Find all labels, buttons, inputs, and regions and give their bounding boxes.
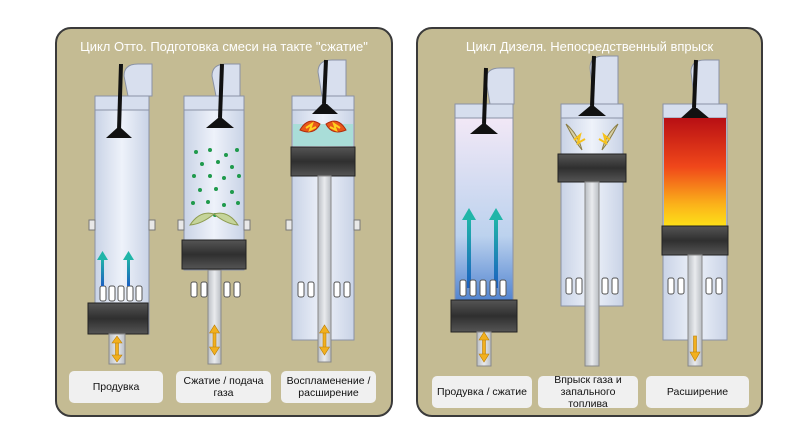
motion-arrow bbox=[208, 324, 221, 356]
spark-icon bbox=[573, 132, 586, 146]
diesel-cylinder-3 bbox=[661, 59, 729, 367]
scavenge-ports bbox=[99, 285, 143, 302]
scavenge-ports bbox=[459, 279, 507, 297]
port-slot bbox=[601, 277, 609, 295]
piston-rod bbox=[687, 254, 703, 367]
motion-arrow bbox=[318, 324, 331, 356]
spark-icon bbox=[598, 132, 611, 146]
port-slot bbox=[611, 277, 619, 295]
diesel-step-2-label: Впрыск газа и запального топлива bbox=[538, 374, 638, 410]
gas-injection-jet-right bbox=[212, 212, 239, 226]
exhaust-valve-stem bbox=[218, 63, 224, 119]
port-slot bbox=[307, 281, 315, 298]
cylinder-head bbox=[183, 95, 245, 111]
motion-arrow bbox=[111, 335, 123, 363]
port-lug-right bbox=[353, 219, 361, 231]
exhaust-duct bbox=[589, 55, 619, 105]
piston bbox=[181, 239, 247, 270]
port-lug-right bbox=[148, 219, 156, 231]
motion-arrow bbox=[689, 335, 701, 362]
port-slot bbox=[705, 277, 713, 295]
port-slot bbox=[715, 277, 723, 295]
diesel-cylinder-2 bbox=[557, 55, 627, 367]
piston bbox=[87, 302, 149, 335]
exhaust-valve-stem bbox=[322, 59, 328, 105]
exhaust-valve-head bbox=[470, 124, 498, 134]
otto-step-1-label: Продувка bbox=[69, 371, 163, 403]
scavenge-air-arrow bbox=[97, 251, 134, 286]
port-lug-left bbox=[88, 219, 96, 231]
spark-icon bbox=[305, 121, 317, 132]
port-slot bbox=[343, 281, 351, 298]
exhaust-valve-stem bbox=[692, 59, 698, 109]
exhaust-duct bbox=[211, 63, 241, 97]
exhaust-valve-stem bbox=[590, 55, 596, 107]
gas-particles bbox=[191, 148, 241, 217]
piston-rod bbox=[584, 181, 600, 367]
otto-step-2-label: Сжатие / подача газа bbox=[176, 371, 271, 403]
combustion-gas bbox=[664, 118, 726, 226]
motion-arrow bbox=[478, 331, 490, 363]
exhaust-duct bbox=[317, 59, 347, 97]
port-slot bbox=[297, 281, 305, 298]
port-slot bbox=[575, 277, 583, 295]
exhaust-valve-head bbox=[578, 106, 606, 116]
diesel-cylinder-1 bbox=[450, 67, 518, 367]
otto-cylinder-1 bbox=[87, 63, 156, 365]
diesel-step-1-label: Продувка / сжатие bbox=[432, 376, 532, 408]
diesel-panel-title: Цикл Дизеля. Непосредственный впрыск bbox=[465, 39, 714, 54]
scavenge-air-arrow bbox=[462, 208, 503, 288]
piston bbox=[557, 153, 627, 183]
spark-icon bbox=[329, 121, 341, 132]
port-lug-left bbox=[177, 219, 185, 231]
exhaust-duct bbox=[485, 67, 515, 105]
piston bbox=[450, 299, 518, 333]
port-slot bbox=[223, 281, 231, 298]
exhaust-duct bbox=[690, 59, 720, 105]
port-slot bbox=[333, 281, 341, 298]
exhaust-valve-head bbox=[312, 104, 338, 114]
otto-panel-title: Цикл Отто. Подготовка смеси на такте "сж… bbox=[80, 39, 368, 54]
exhaust-valve-head bbox=[206, 118, 234, 128]
port-slot bbox=[565, 277, 573, 295]
exhaust-duct bbox=[123, 63, 153, 97]
exhaust-valve-head bbox=[681, 108, 709, 118]
exhaust-valve-head bbox=[106, 128, 132, 138]
piston-rod bbox=[207, 269, 222, 365]
cylinder-head bbox=[94, 95, 150, 111]
otto-cylinder-2 bbox=[177, 63, 251, 365]
port-lug-left bbox=[285, 219, 293, 231]
otto-cylinder-3 bbox=[285, 59, 361, 363]
port-slot bbox=[233, 281, 241, 298]
piston bbox=[290, 146, 356, 177]
port-slot bbox=[200, 281, 208, 298]
diesel-step-3-label: Расширение bbox=[646, 376, 749, 408]
piston bbox=[661, 225, 729, 256]
otto-step-3-label: Воспламенение / расширение bbox=[281, 371, 376, 403]
exhaust-valve-stem bbox=[117, 63, 123, 131]
port-slot bbox=[667, 277, 675, 295]
piston-rod bbox=[317, 175, 332, 363]
port-lug-right bbox=[243, 219, 251, 231]
exhaust-valve-stem bbox=[482, 67, 488, 125]
port-slot bbox=[677, 277, 685, 295]
port-slot bbox=[190, 281, 198, 298]
